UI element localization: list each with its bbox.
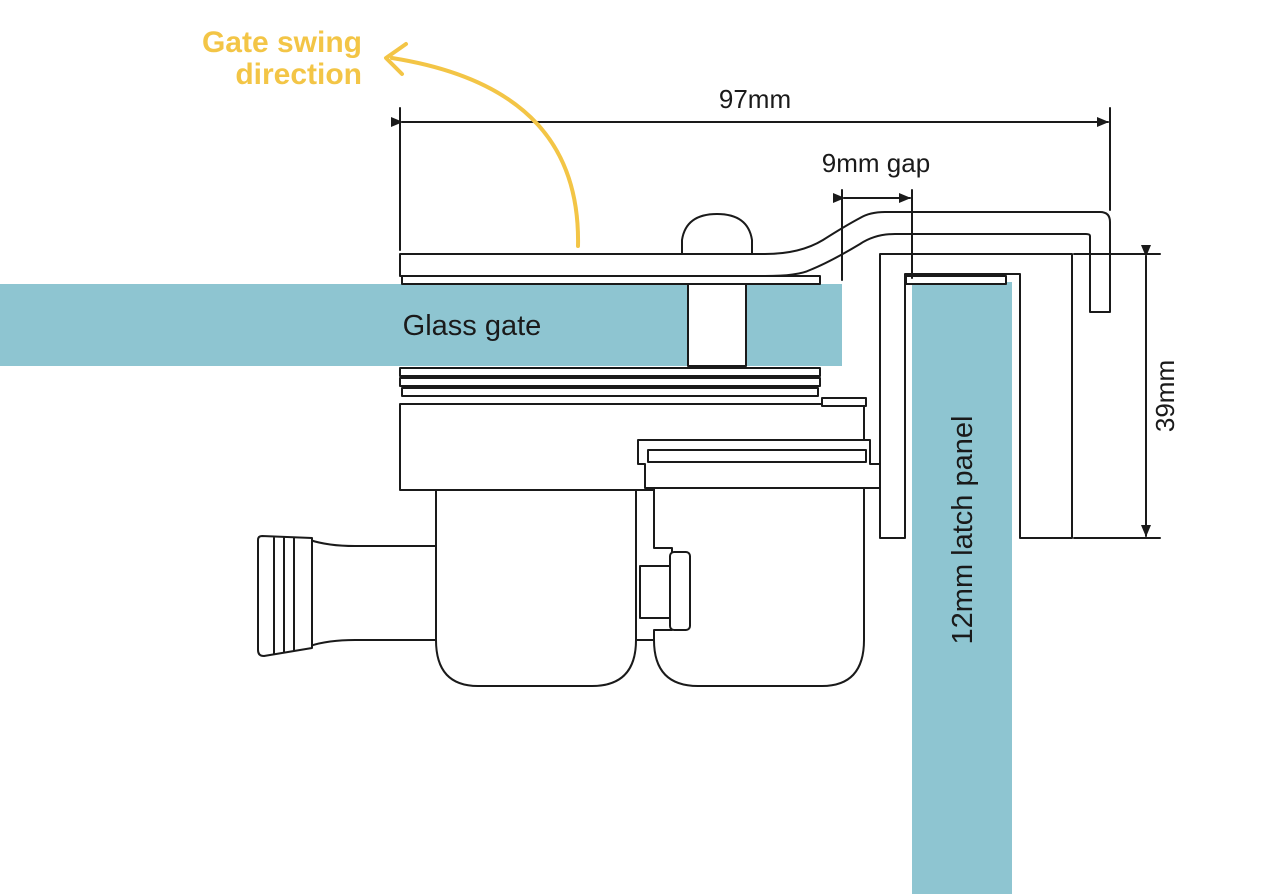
- latch-housing-right: [653, 487, 865, 687]
- clamp-bolt: [687, 283, 747, 367]
- latch-pin-guide: [639, 565, 671, 619]
- clamp-ridge-3: [401, 387, 819, 397]
- latch-panel-label: 12mm latch panel: [947, 416, 979, 645]
- swing-direction-arrow: [390, 56, 581, 248]
- latch-receiver-bracket: [879, 253, 1073, 539]
- stepped-plate-strip: [647, 449, 867, 463]
- swing-arrowhead: [384, 42, 408, 76]
- knob-stem: [309, 539, 437, 647]
- top-latch-plate: [399, 211, 1111, 313]
- swing-label-line2: direction: [235, 58, 362, 91]
- gap-dimension-label: 9mm gap: [822, 148, 930, 178]
- receiver-inner-slot: [905, 275, 1007, 285]
- dome-cap: [681, 213, 753, 255]
- swing-label-line1: Gate swing: [202, 26, 362, 59]
- clamp-ridge-1: [399, 367, 821, 377]
- width-dimension-label: 97mm: [719, 84, 791, 114]
- latch-pin: [669, 551, 691, 631]
- latch-body-cap: [821, 397, 867, 407]
- latch-glass-panel: [912, 282, 1012, 894]
- stepped-plate: [637, 439, 881, 489]
- top-washer: [401, 275, 821, 285]
- glass-gate-label: Glass gate: [403, 310, 542, 342]
- height-dimension-label: 39mm: [1150, 360, 1180, 432]
- clamp-ridge-2: [399, 377, 821, 387]
- latch-housing-left: [435, 489, 637, 687]
